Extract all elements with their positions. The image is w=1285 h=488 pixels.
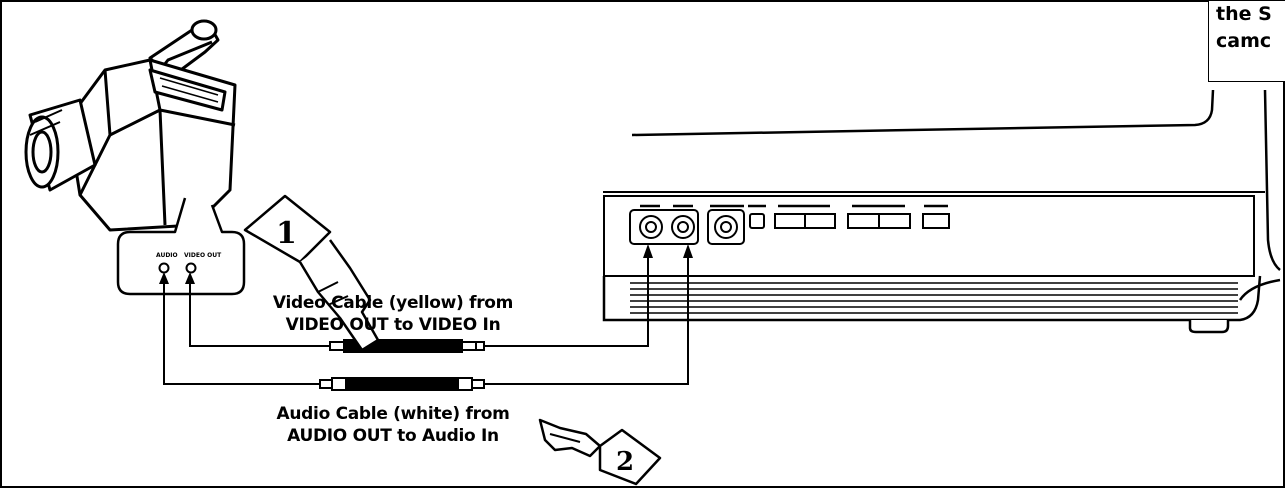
instruction-note-box: the S camc [1208, 0, 1285, 82]
audio-cable [163, 256, 689, 391]
camcorder-illustration [24, 19, 246, 296]
step-2-number: 2 [616, 447, 634, 477]
tv-menu-button [922, 213, 950, 229]
camcorder-video-port-label: VIDEO OUT [184, 252, 222, 259]
camcorder-audio-port-label: AUDIO [156, 252, 178, 259]
note-line-1: the S [1216, 3, 1272, 25]
tv-power-button [749, 213, 765, 229]
step-1-hand-icon [243, 194, 380, 352]
connection-arrows [159, 244, 693, 284]
audio-cable-caption-line2: AUDIO OUT to Audio In [287, 426, 499, 446]
tv-front-panel-controls [629, 204, 950, 245]
camcorder-audio-jack [158, 262, 170, 274]
audio-cable-caption-line1: Audio Cable (white) from [276, 404, 510, 424]
step-2-hand-icon [538, 418, 662, 486]
camcorder-jacks [158, 262, 197, 274]
arrow-up-camcorder-audio [159, 272, 169, 284]
tv-illustration [602, 89, 1281, 334]
video-cable-caption-line2: VIDEO OUT to VIDEO In [285, 315, 501, 335]
video-cable-caption-line1: Video Cable (yellow) from [272, 293, 514, 313]
step-1-number: 1 [276, 216, 297, 251]
arrow-up-camcorder-video [185, 272, 195, 284]
video-cable [189, 256, 649, 353]
camcorder-video-jack [185, 262, 197, 274]
note-line-2: camc [1216, 30, 1272, 52]
arrow-up-tv-audio [683, 244, 693, 258]
arrow-up-tv-video [643, 244, 653, 258]
audio-cable-caption: Audio Cable (white) from AUDIO OUT to Au… [268, 403, 518, 447]
video-cable-caption: Video Cable (yellow) from VIDEO OUT to V… [268, 292, 518, 336]
